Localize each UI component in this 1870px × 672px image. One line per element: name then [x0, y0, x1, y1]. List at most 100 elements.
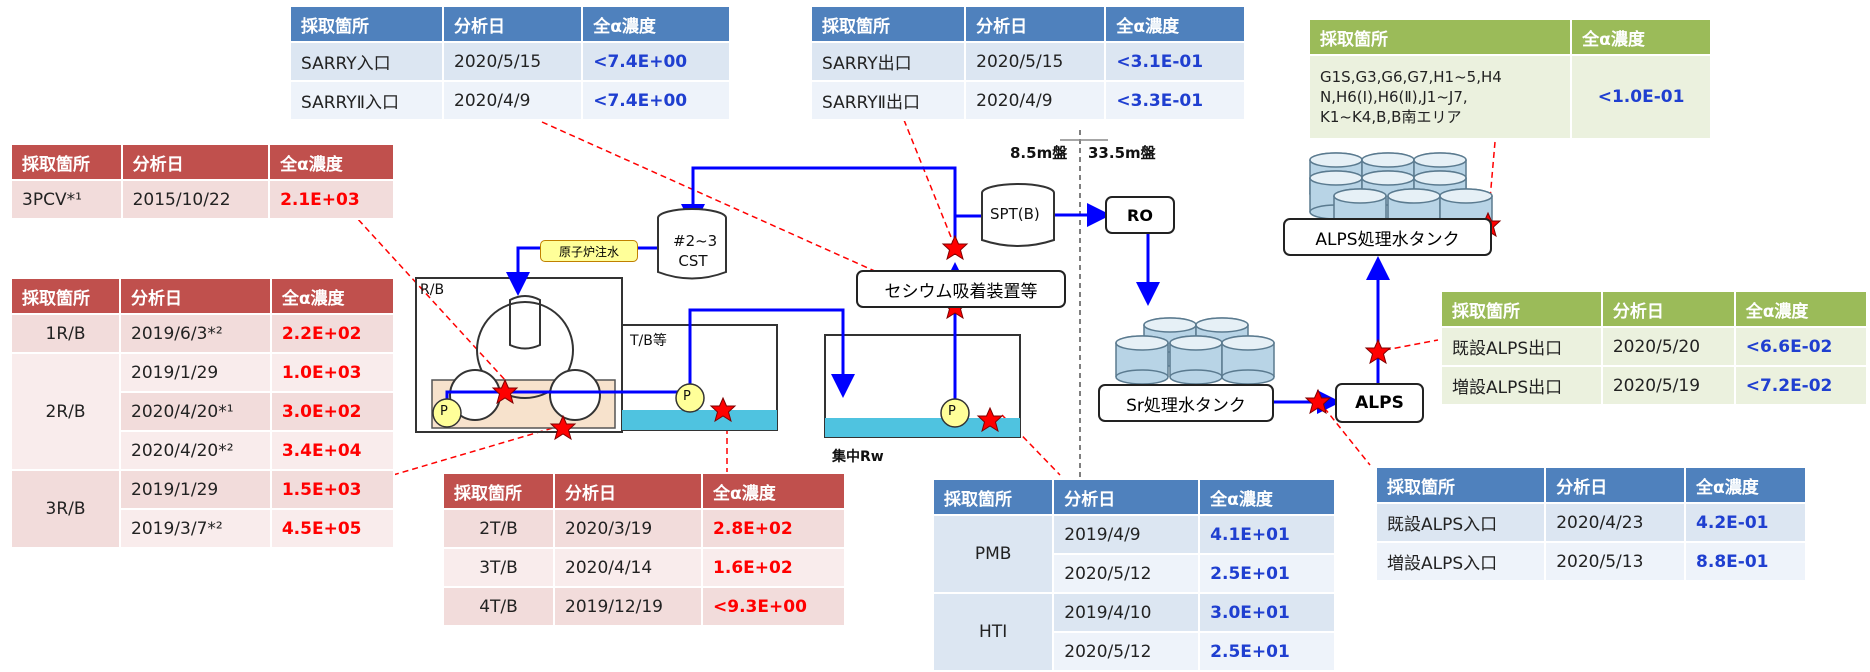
header-location: 採取箇所	[441, 472, 556, 510]
table-rb: 採取箇所分析日全α濃度 1R/B 2019/6/3*² 2.2E+02 2R/B…	[9, 277, 396, 549]
cell-alpha: 3.0E+01	[1198, 592, 1336, 633]
header-date: 分析日	[120, 143, 271, 181]
header-alpha: 全α濃度	[1733, 290, 1869, 328]
header-location: 採取箇所	[931, 478, 1055, 516]
cell-date: 2020/5/20	[1600, 326, 1736, 367]
cell-alpha: 4.5E+05	[269, 508, 396, 549]
cell-date: 2020/5/15	[964, 41, 1107, 82]
reactor-vessel	[509, 295, 541, 350]
cst-label-line2: CST	[678, 252, 708, 270]
torus-right	[549, 369, 601, 421]
tank-area-line: G1S,G3,G6,G7,H1~5,H4	[1320, 68, 1502, 86]
header-location: 採取箇所	[809, 5, 967, 43]
cell-alpha: <7.4E+00	[581, 41, 731, 82]
cell-alpha: 8.8E-01	[1684, 541, 1807, 582]
cell-location: SARRYⅡ出口	[809, 80, 967, 121]
cell-location: PMB	[931, 514, 1055, 594]
header-date: 分析日	[964, 5, 1107, 43]
central-rw-label: 集中Rw	[832, 449, 884, 465]
spt-label: SPT(B)	[990, 205, 1040, 223]
cell-location: 2R/B	[9, 352, 122, 471]
cell-alpha: <6.6E-02	[1733, 326, 1869, 367]
cell-date: 2019/4/9	[1052, 514, 1201, 555]
header-alpha: 全α濃度	[1570, 18, 1712, 56]
cell-date: 2020/5/13	[1544, 541, 1687, 582]
cell-alpha: 4.1E+01	[1198, 514, 1336, 555]
reactor-injection-label: 原子炉注水	[540, 240, 638, 262]
cell-location: 3R/B	[9, 469, 122, 549]
cell-alpha: 2.1E+03	[268, 179, 395, 220]
header-location: 採取箇所	[288, 5, 445, 43]
central-rw-water	[825, 418, 1020, 437]
header-alpha: 全α濃度	[581, 5, 731, 43]
cell-location: 3T/B	[441, 547, 556, 588]
cell-location: 4T/B	[441, 586, 556, 627]
drywell	[476, 301, 574, 399]
cell-alpha: <7.2E-02	[1733, 365, 1869, 406]
cell-location: 既設ALPS出口	[1440, 326, 1603, 367]
cell-alpha: <3.1E-01	[1104, 41, 1246, 82]
cell-date: 2020/5/15	[442, 41, 584, 82]
rb-label: R/B	[420, 282, 445, 298]
table-tank-area: 採取箇所全α濃度 G1S,G3,G6,G7,H1~5,H4 N,H6(Ⅰ),H6…	[1307, 18, 1712, 140]
cell-location: 既設ALPS入口	[1374, 502, 1547, 543]
cell-date: 2020/5/19	[1600, 365, 1736, 406]
cell-date: 2020/5/12	[1052, 553, 1201, 594]
pump-label-central: P	[948, 404, 956, 419]
header-date: 分析日	[1052, 478, 1201, 516]
cell-alpha: 1.0E+03	[269, 352, 396, 393]
spt-tank	[981, 183, 1055, 247]
cell-date: 2020/5/12	[1052, 631, 1201, 672]
cesium-adsorption-unit: セシウム吸着装置等	[856, 270, 1066, 308]
cell-alpha: <3.3E-01	[1104, 80, 1246, 121]
header-date: 分析日	[119, 277, 272, 315]
cell-alpha: <7.4E+00	[581, 80, 731, 121]
header-date: 分析日	[1600, 290, 1736, 328]
cell-alpha: 1.6E+02	[701, 547, 846, 588]
cell-alpha: 1.5E+03	[269, 469, 396, 510]
pump-label-rb: P	[440, 404, 448, 419]
cell-alpha: 3.4E+04	[269, 430, 396, 471]
ro-unit: RO	[1105, 196, 1175, 234]
tb-water	[622, 410, 777, 430]
table-central-rw: 採取箇所分析日全α濃度 PMB 2019/4/9 4.1E+01 2020/5/…	[931, 478, 1336, 672]
header-location: 採取箇所	[10, 143, 123, 181]
distance-right-label: 33.5m盤	[1088, 144, 1156, 162]
cell-location: SARRY入口	[288, 41, 445, 82]
cell-location: SARRY出口	[809, 41, 967, 82]
cell-location: 2T/B	[441, 508, 556, 549]
cell-date: 2020/4/23	[1544, 502, 1687, 543]
cell-alpha: 2.2E+02	[269, 313, 396, 354]
tank-area-line: K1~K4,B,B南エリア	[1320, 108, 1462, 126]
cell-alpha: 2.8E+02	[701, 508, 846, 549]
cell-location: 増設ALPS出口	[1440, 365, 1603, 406]
header-alpha: 全α濃度	[269, 277, 396, 315]
cell-date: 2020/4/14	[553, 547, 704, 588]
cell-date: 2020/4/20*¹	[119, 391, 272, 432]
header-location: 採取箇所	[1374, 466, 1547, 504]
alps-treated-water-tank: ALPS処理水タンク	[1283, 218, 1492, 256]
tank-area-line: N,H6(Ⅰ),H6(Ⅱ),J1~J7,	[1320, 88, 1468, 106]
cell-date: 2015/10/22	[120, 179, 271, 220]
cell-alpha: <9.3E+00	[701, 586, 846, 627]
cell-alpha: <1.0E-01	[1570, 54, 1712, 140]
cell-date: 2019/12/19	[553, 586, 704, 627]
header-alpha: 全α濃度	[268, 143, 395, 181]
header-location: 採取箇所	[1307, 18, 1573, 56]
cell-location-tank-area: G1S,G3,G6,G7,H1~5,H4 N,H6(Ⅰ),H6(Ⅱ),J1~J7…	[1307, 54, 1573, 140]
cell-alpha: 2.5E+01	[1198, 631, 1336, 672]
cst-label-line1: #2~3	[673, 232, 718, 250]
cell-date: 2019/3/7*²	[119, 508, 272, 549]
piping	[445, 166, 1390, 414]
cell-alpha: 2.5E+01	[1198, 553, 1336, 594]
cell-date: 2020/4/20*²	[119, 430, 272, 471]
cell-alpha: 3.0E+02	[269, 391, 396, 432]
cell-date: 2020/4/9	[442, 80, 584, 121]
header-location: 採取箇所	[1440, 290, 1603, 328]
cst-tank	[657, 208, 727, 280]
tb-label: T/B等	[630, 333, 667, 349]
